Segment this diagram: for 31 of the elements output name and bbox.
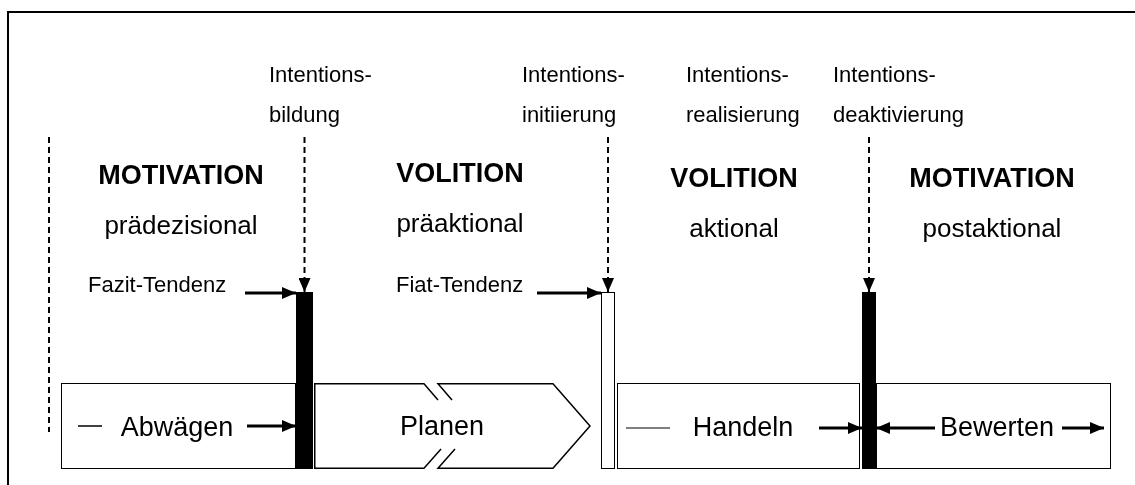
transition-label: Intentions- bildung (269, 61, 373, 129)
phase-label: Bewerten (939, 411, 1055, 443)
phase-subheading: postaktional (922, 212, 1062, 245)
phase-subheading: prädezisional (104, 209, 258, 242)
transition-label: Intentions- initiierung (522, 61, 626, 129)
dashed-arrow (602, 136, 614, 293)
phase-box (617, 383, 860, 469)
phase-subheading: präaktional (396, 207, 524, 240)
phase-heading: VOLITION (396, 157, 524, 190)
arrow (819, 422, 862, 434)
dashed-arrow (863, 136, 875, 293)
arrow (537, 287, 601, 299)
tendency-label: Fiat-Tendenz (396, 271, 525, 299)
divider-bar (296, 292, 313, 469)
phase-box (61, 383, 296, 469)
transition-label: Intentions- realisierung (686, 61, 801, 129)
arrow (247, 420, 296, 432)
phase-box (876, 383, 1111, 469)
phase-heading: MOTIVATION (909, 162, 1075, 195)
phase-heading: MOTIVATION (98, 159, 264, 192)
phase-box (314, 383, 591, 469)
tendency-label: Fazit-Tendenz (88, 271, 228, 299)
transition-label: Intentions- deaktivierung (833, 61, 965, 129)
divider-bar (601, 292, 615, 469)
phase-heading: VOLITION (670, 162, 798, 195)
phase-label: Handeln (692, 411, 794, 443)
arrow (245, 287, 296, 299)
phase-subheading: aktional (689, 212, 779, 245)
arrow (876, 422, 935, 434)
dashed-arrow (298, 136, 311, 293)
phase-label: Abwägen (120, 411, 234, 443)
